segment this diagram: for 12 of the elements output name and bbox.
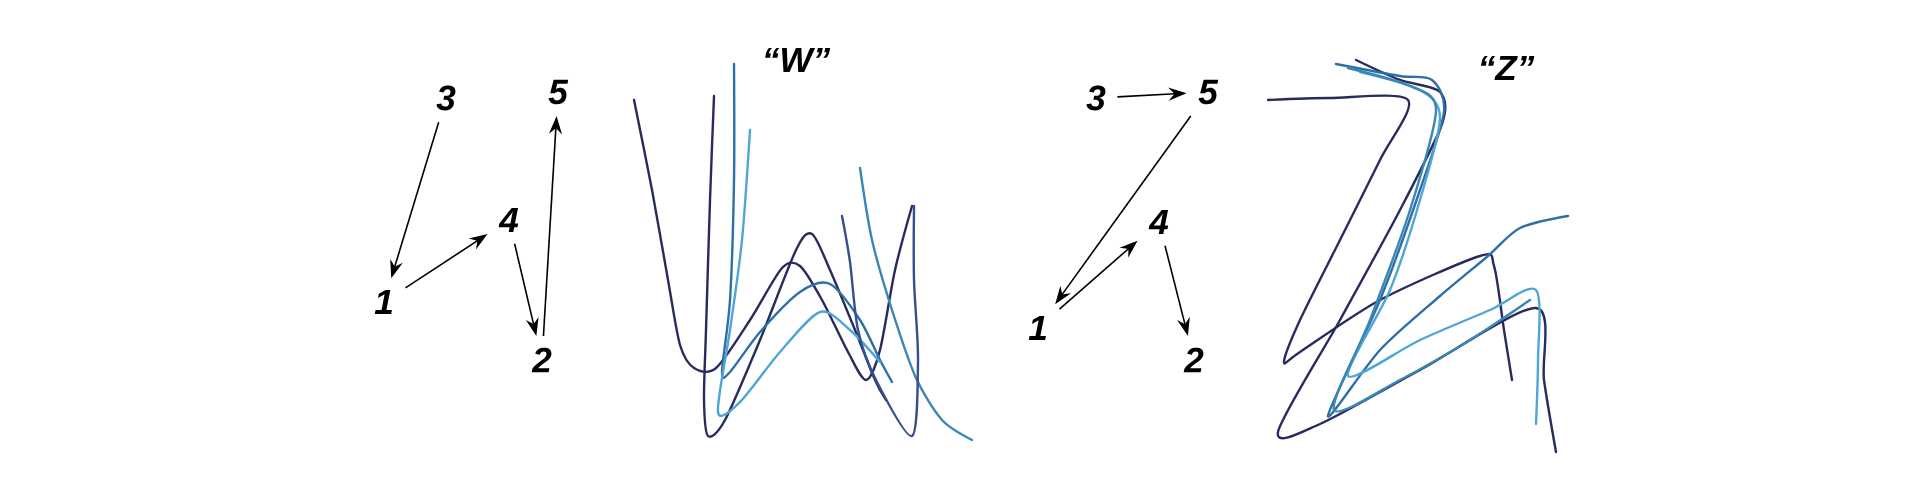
number-label: 1 — [1028, 315, 1046, 341]
letter-label: “Z” — [1480, 55, 1535, 81]
number-label: 4 — [498, 207, 519, 233]
number-label: 5 — [1198, 79, 1219, 105]
number-label: 3 — [436, 85, 456, 111]
number-label: 1 — [374, 289, 392, 315]
number-label: 2 — [1183, 347, 1204, 373]
letter-label: “W” — [765, 47, 831, 73]
number-label: 4 — [1148, 209, 1169, 235]
number-label: 2 — [531, 347, 552, 373]
number-label: 3 — [1086, 85, 1106, 111]
number-label: 5 — [548, 79, 569, 105]
